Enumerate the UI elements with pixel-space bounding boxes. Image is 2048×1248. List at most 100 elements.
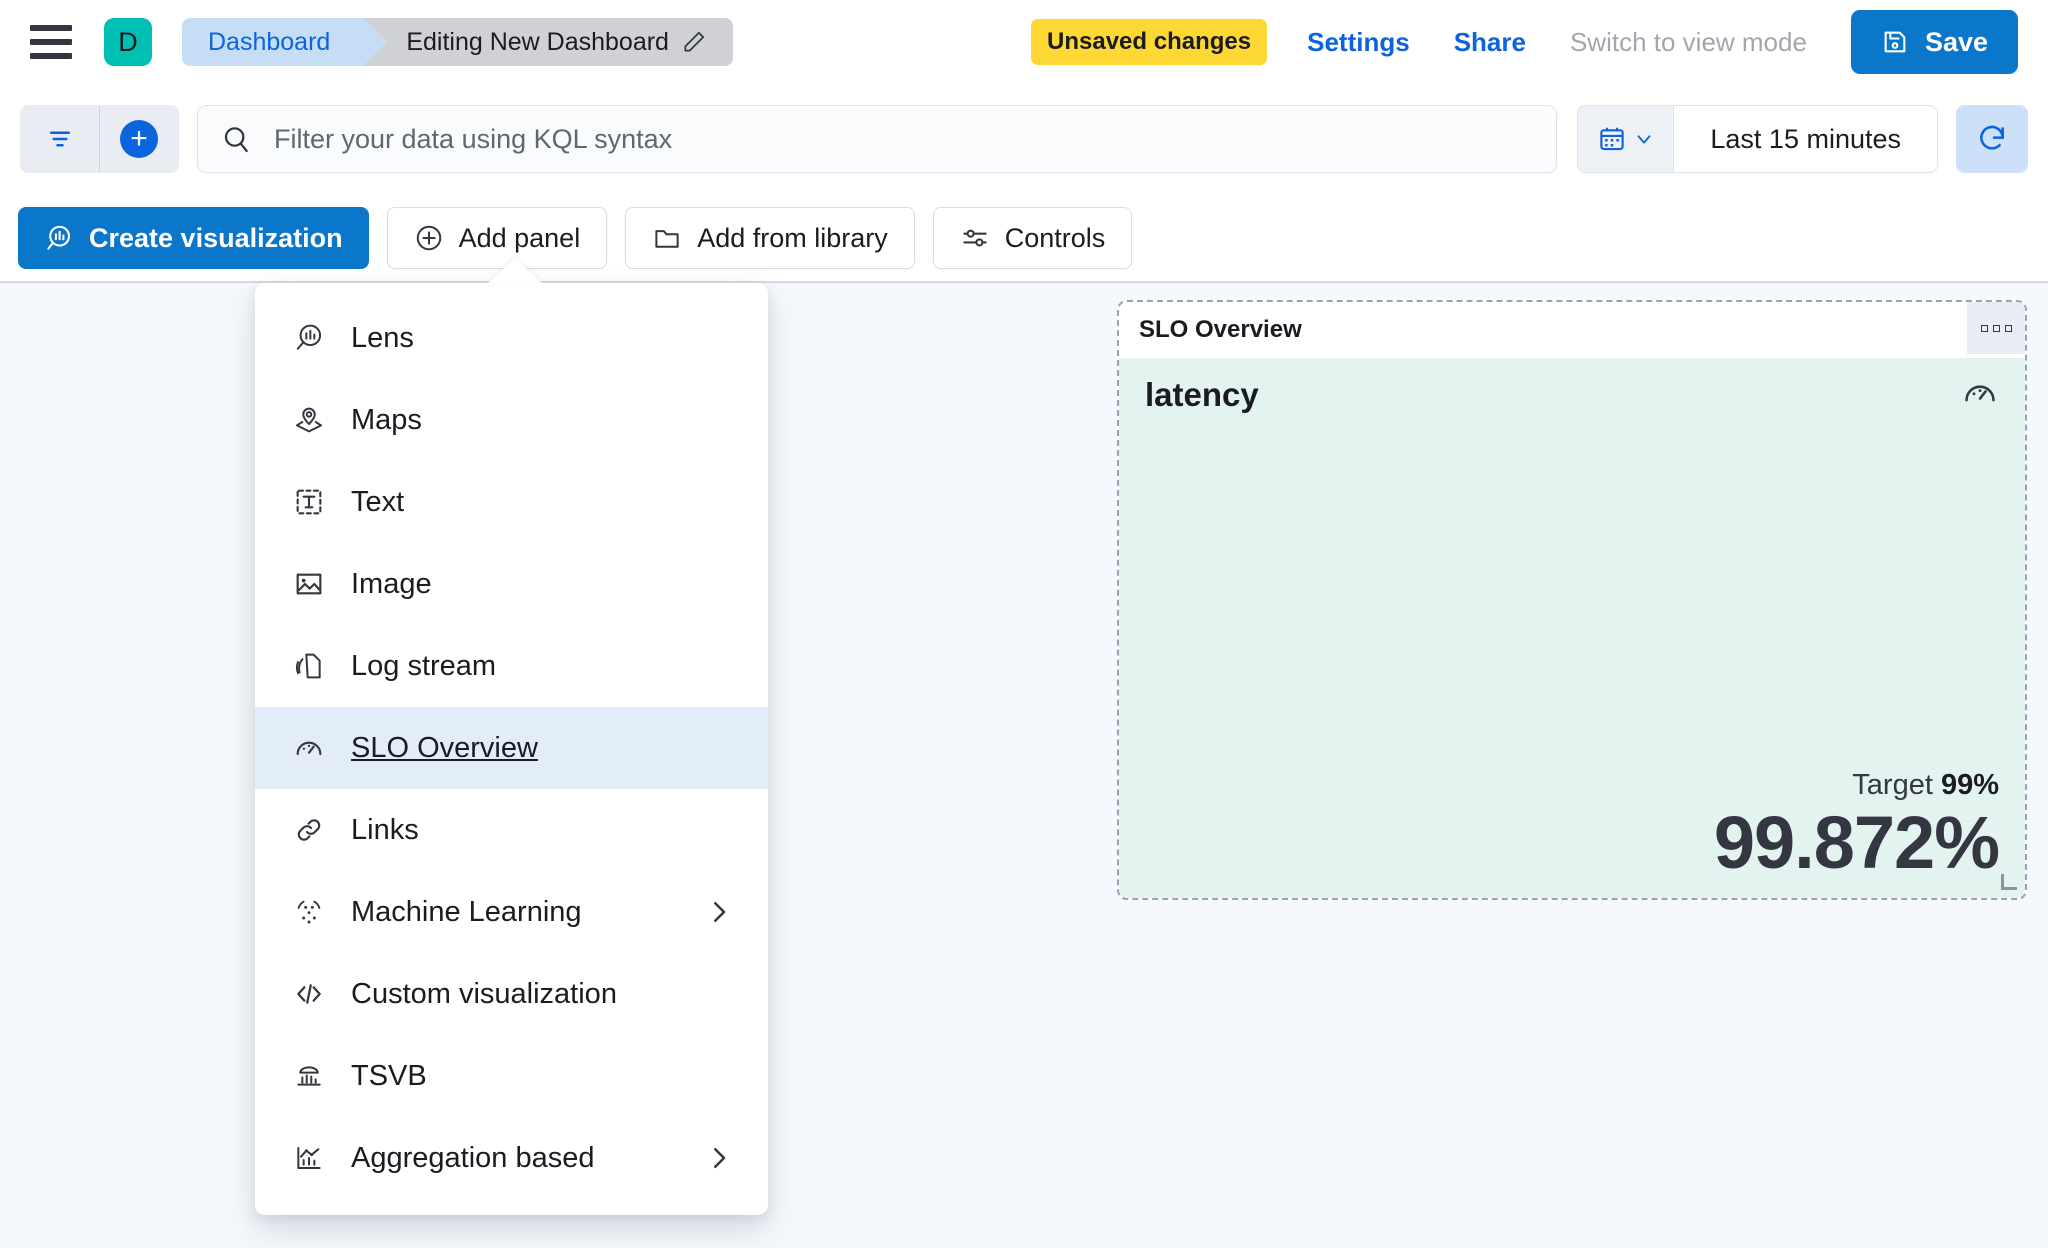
folder-icon <box>652 223 682 253</box>
menu-item-maps[interactable]: Maps <box>255 379 768 461</box>
calendar-quick-select-button[interactable] <box>1578 106 1675 172</box>
menu-item-label: Aggregation based <box>351 1141 595 1174</box>
plus-circle-icon <box>414 223 444 253</box>
controls-button[interactable]: Controls <box>932 207 1133 269</box>
menu-item-label: Lens <box>351 321 414 354</box>
tsvb-icon <box>289 1060 329 1092</box>
grip-dot <box>1980 324 1988 332</box>
panel-title: SLO Overview <box>1139 316 1302 343</box>
save-button-label: Save <box>1924 26 1988 57</box>
search-input[interactable]: Filter your data using KQL syntax <box>197 105 1558 173</box>
calendar-icon <box>1597 124 1627 154</box>
refresh-icon <box>1976 123 2008 155</box>
resize-handle-icon[interactable] <box>2001 874 2017 890</box>
add-panel-label: Add panel <box>458 222 581 253</box>
slo-target-label: Target <box>1852 769 1933 802</box>
slo-current-value: 99.872% <box>1713 801 2000 885</box>
menu-item-log-stream[interactable]: Log stream <box>255 625 768 707</box>
chevron-right-icon <box>704 1143 734 1173</box>
hamburger-bar <box>30 53 72 59</box>
menu-pointer-arrow <box>487 258 543 284</box>
grip-dot <box>1992 324 2000 332</box>
slo-name: latency <box>1145 376 1259 413</box>
create-visualization-label: Create visualization <box>89 222 343 253</box>
pencil-icon[interactable] <box>681 29 707 55</box>
status-badge: Unsaved changes <box>1031 19 1268 65</box>
map-marker-icon <box>289 404 329 436</box>
share-link[interactable]: Share <box>1453 26 1526 57</box>
add-filter-button[interactable]: + <box>100 106 178 172</box>
log-stream-icon <box>289 650 329 682</box>
header-actions: Unsaved changes Settings Share Switch to… <box>1031 10 2048 74</box>
menu-item-image[interactable]: Image <box>255 543 768 625</box>
menu-item-links[interactable]: Links <box>255 789 768 871</box>
time-range-value[interactable]: Last 15 minutes <box>1674 106 1937 172</box>
controls-label: Controls <box>1004 222 1106 253</box>
create-visualization-button[interactable]: Create visualization <box>18 207 369 269</box>
machine-learning-icon <box>289 896 329 928</box>
breadcrumb-item-dashboard[interactable]: Dashboard <box>182 18 388 66</box>
gauge-icon <box>289 732 329 764</box>
menu-item-lens[interactable]: Lens <box>255 297 768 379</box>
dashboard-action-toolbar: Create visualization Add panel Add from … <box>0 194 2048 282</box>
chevron-right-icon <box>704 897 734 927</box>
settings-link[interactable]: Settings <box>1307 26 1410 57</box>
query-bar: + Filter your data using KQL syntax <box>0 84 2048 194</box>
slo-target: Target 99% <box>1714 769 1999 802</box>
switch-to-view-mode-link[interactable]: Switch to view mode <box>1569 26 1807 57</box>
search-icon <box>220 123 252 155</box>
refresh-button[interactable] <box>1956 105 2028 173</box>
menu-item-label: Links <box>351 813 419 846</box>
controls-icon <box>960 223 990 253</box>
divider <box>99 106 100 172</box>
aggregation-icon <box>289 1142 329 1174</box>
gauge-icon <box>1961 374 1999 417</box>
avatar-letter: D <box>118 26 138 57</box>
time-picker: Last 15 minutes <box>1577 105 1938 173</box>
hamburger-bar <box>30 39 72 45</box>
save-disk-icon <box>1881 28 1909 56</box>
grip-dot <box>2004 324 2012 332</box>
menu-item-custom-visualization[interactable]: Custom visualization <box>255 953 768 1035</box>
image-icon <box>289 568 329 600</box>
filter-group: + <box>20 105 179 173</box>
menu-item-label: TSVB <box>351 1059 427 1092</box>
add-panel-menu: Lens Maps Text Image <box>255 283 768 1215</box>
menu-item-slo-overview[interactable]: SLO Overview <box>255 707 768 789</box>
menu-item-text[interactable]: Text <box>255 461 768 543</box>
menu-item-aggregation-based[interactable]: Aggregation based <box>255 1117 768 1199</box>
plus-icon: + <box>120 120 158 158</box>
slo-overview-panel[interactable]: SLO Overview latency Target 99% 99.872% <box>1117 300 2027 900</box>
menu-item-label: Image <box>351 567 432 600</box>
text-box-icon <box>289 486 329 518</box>
menu-item-label: Log stream <box>351 649 497 682</box>
breadcrumb-item-editing[interactable]: Editing New Dashboard <box>364 18 733 66</box>
slo-stats: Target 99% 99.872% <box>1713 769 2000 885</box>
hamburger-bar <box>30 25 72 31</box>
menu-item-label: SLO Overview <box>351 731 538 764</box>
menu-item-label: Maps <box>351 403 422 436</box>
panel-header: SLO Overview <box>1119 302 2025 358</box>
hamburger-icon[interactable] <box>30 25 72 59</box>
code-icon <box>289 978 329 1010</box>
menu-item-label: Text <box>351 485 405 518</box>
slo-target-value: 99% <box>1940 769 1999 802</box>
chevron-down-icon <box>1633 128 1655 150</box>
filter-icon[interactable] <box>21 106 99 172</box>
save-button[interactable]: Save <box>1850 10 2018 74</box>
slo-panel-body: latency Target 99% 99.872% <box>1119 358 2025 898</box>
menu-item-label: Machine Learning <box>351 895 582 928</box>
top-header: D Dashboard Editing New Dashboard Unsave… <box>0 0 2048 84</box>
menu-item-machine-learning[interactable]: Machine Learning <box>255 871 768 953</box>
panel-context-menu-button[interactable] <box>1967 302 2025 354</box>
menu-item-tsvb[interactable]: TSVB <box>255 1035 768 1117</box>
menu-item-label: Custom visualization <box>351 977 617 1010</box>
avatar[interactable]: D <box>104 18 152 66</box>
toolbar-divider <box>0 281 2048 283</box>
lens-icon <box>44 223 74 253</box>
breadcrumb-label: Editing New Dashboard <box>406 27 669 56</box>
link-icon <box>289 814 329 846</box>
add-from-library-button[interactable]: Add from library <box>625 207 915 269</box>
search-placeholder: Filter your data using KQL syntax <box>274 123 673 154</box>
breadcrumb: Dashboard Editing New Dashboard <box>182 18 733 66</box>
